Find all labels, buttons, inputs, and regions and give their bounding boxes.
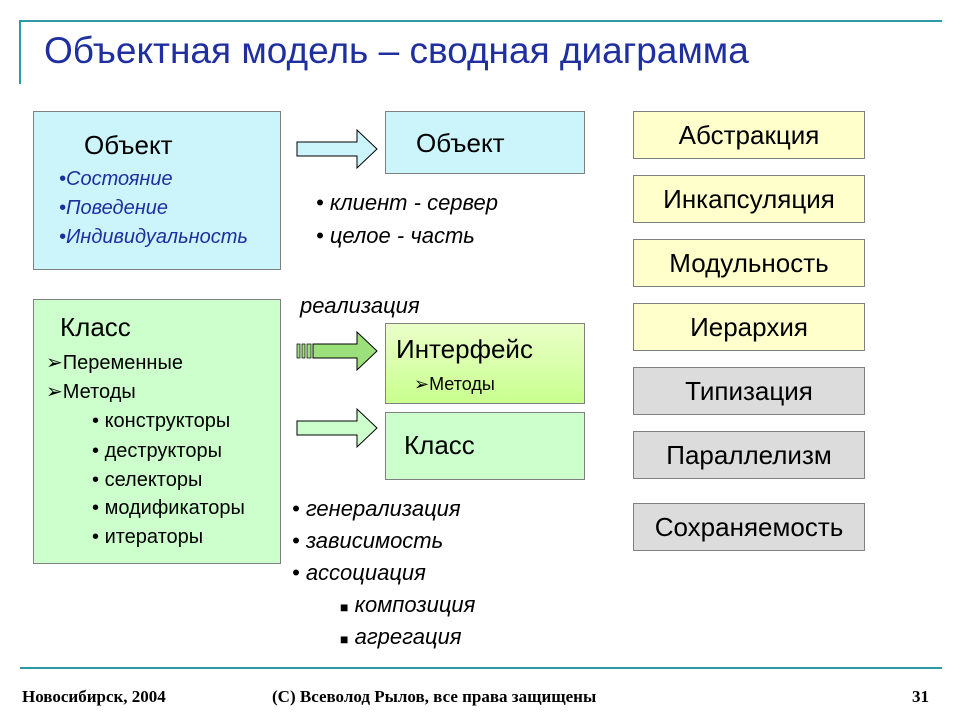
object-arrow <box>296 128 378 170</box>
principle-modularity: Модульность <box>633 239 865 287</box>
relation-dependency: • зависимость <box>292 528 444 553</box>
interface-box: Интерфейс ➢Методы <box>385 323 585 404</box>
square-bullet-icon: ■ <box>340 599 349 615</box>
method-constructors: • конструкторы <box>92 410 231 432</box>
relation-association: • ассоциация <box>292 560 426 585</box>
principle-encapsulation: Инкапсуляция <box>633 175 865 223</box>
arrowhead-bullet-icon: ➢ <box>46 352 63 374</box>
relation-whole-part: • целое - часть <box>316 223 475 248</box>
footer-page-number: 31 <box>912 687 929 706</box>
class-target-box: Класс <box>385 412 585 480</box>
relation-client-server: • клиент - сервер <box>316 190 499 215</box>
class-arrow <box>296 407 378 449</box>
footer-copyright: (С) Всеволод Рылов, все права защищены <box>272 687 597 706</box>
principle-concurrency: Параллелизм <box>633 431 865 479</box>
arrowhead-bullet-icon: ➢ <box>414 374 430 394</box>
method-modifiers: • модификаторы <box>92 497 245 519</box>
principle-typing: Типизация <box>633 367 865 415</box>
method-destructors: • деструкторы <box>92 440 222 462</box>
object-item-state: •Состояние <box>59 168 173 190</box>
slide-title: Объектная модель – сводная диаграмма <box>44 30 749 71</box>
footer-rule <box>20 667 942 669</box>
class-heading: Класс <box>60 312 131 342</box>
association-composition: ■ композиция <box>340 592 476 617</box>
footer-location: Новосибирск, 2004 <box>22 687 166 706</box>
class-box: Класс ➢Переменные ➢Методы • конструкторы… <box>33 299 281 564</box>
realization-label: реализация <box>300 293 420 318</box>
arrowhead-bullet-icon: ➢ <box>46 381 63 403</box>
principle-persistence: Сохраняемость <box>633 503 865 551</box>
object-target-box: Объект <box>385 111 585 174</box>
object-heading: Объект <box>84 130 173 160</box>
class-target-label: Класс <box>404 430 475 460</box>
method-selectors: • селекторы <box>92 469 203 491</box>
realization-arrow <box>296 330 378 372</box>
association-aggregation: ■ агрегация <box>340 624 462 649</box>
title-top-rule <box>20 20 942 22</box>
object-box: Объект •Состояние •Поведение •Индивидуал… <box>33 111 281 270</box>
interface-heading: Интерфейс <box>396 334 533 364</box>
method-iterators: • итераторы <box>92 526 204 548</box>
interface-item-methods: ➢Методы <box>414 374 495 394</box>
relation-generalization: • генерализация <box>292 496 461 521</box>
object-item-identity: •Индивидуальность <box>59 226 248 248</box>
object-target-label: Объект <box>416 128 505 158</box>
square-bullet-icon: ■ <box>340 631 349 647</box>
title-side-rule <box>19 20 21 84</box>
principle-hierarchy: Иерархия <box>633 303 865 351</box>
object-item-behavior: •Поведение <box>59 197 168 219</box>
class-item-variables: ➢Переменные <box>46 352 183 374</box>
class-item-methods: ➢Методы <box>46 381 136 403</box>
principle-abstraction: Абстракция <box>633 111 865 159</box>
